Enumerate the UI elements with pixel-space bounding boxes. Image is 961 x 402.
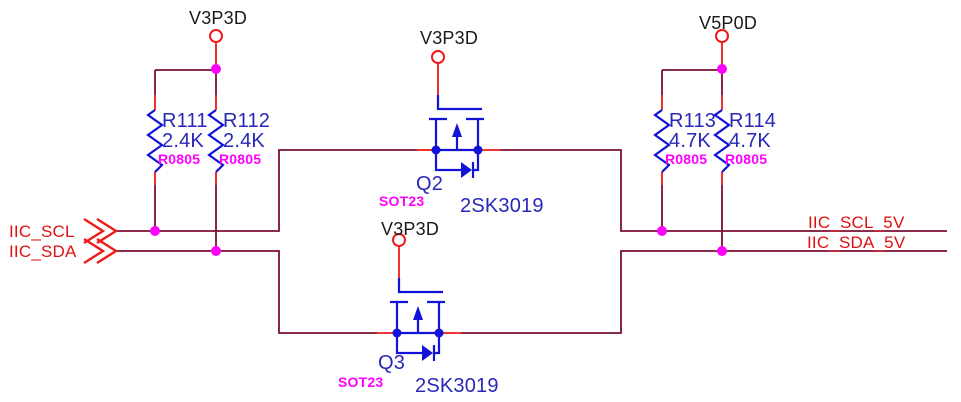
wire-sda-5v: [461, 250, 947, 334]
resistor-r113-footprint: R0805: [665, 151, 708, 167]
power-symbol-v5p0d-icon: [715, 29, 729, 43]
transistor-q2-ref: Q2: [416, 173, 444, 195]
chevron-scl-icon: [96, 217, 119, 245]
net-label-iic-scl: IIC_SCL: [9, 222, 75, 241]
transistor-q3-symbol: [388, 232, 447, 363]
offpage-connector-left: [83, 217, 119, 265]
resistor-r113-value: 4.7K: [669, 130, 711, 152]
transistor-q2-symbol: [427, 49, 486, 180]
resistor-r111-ref: R111: [162, 110, 208, 132]
wire-scl-left: [116, 149, 417, 232]
power-label-v5p0d: V5P0D: [699, 13, 758, 33]
resistor-r111-footprint: R0805: [158, 151, 201, 167]
transistor-q3-ref: Q3: [378, 352, 406, 374]
resistor-r114-footprint: R0805: [725, 151, 768, 167]
transistor-q2-footprint: SOT23: [379, 193, 425, 209]
transistor-q3-footprint: SOT23: [338, 374, 384, 390]
wire-sda-left: [116, 250, 377, 334]
resistor-r114-ref: R114: [729, 110, 777, 132]
resistor-r111-value: 2.4K: [162, 130, 204, 152]
wire-scl-5v: [500, 149, 947, 232]
resistor-r113-ref: R113: [669, 110, 717, 132]
power-label-v3p3d-q2: V3P3D: [420, 28, 479, 48]
pin-stubs: [154, 42, 723, 334]
resistor-r112-value: 2.4K: [223, 130, 265, 152]
net-label-iic-sda: IIC_SDA: [9, 242, 77, 261]
resistor-r112-ref: R112: [223, 110, 271, 132]
net-label-iic-sda-5v: IIC_SDA_5V: [807, 233, 906, 252]
junction-dots: [150, 64, 727, 256]
power-label-v3p3d-left: V3P3D: [189, 8, 248, 28]
wires: [116, 69, 947, 334]
power-symbol-v3p3d-left-icon: [209, 29, 223, 43]
chevron-sda-icon: [96, 237, 119, 265]
transistor-q3-part: 2SK3019: [415, 375, 499, 397]
resistor-r114-value: 4.7K: [729, 130, 771, 152]
transistor-q2-part: 2SK3019: [460, 195, 544, 217]
resistor-r112-footprint: R0805: [219, 151, 262, 167]
power-label-v3p3d-q3: V3P3D: [381, 219, 440, 239]
net-label-iic-scl-5v: IIC_SCL_5V: [808, 213, 905, 232]
